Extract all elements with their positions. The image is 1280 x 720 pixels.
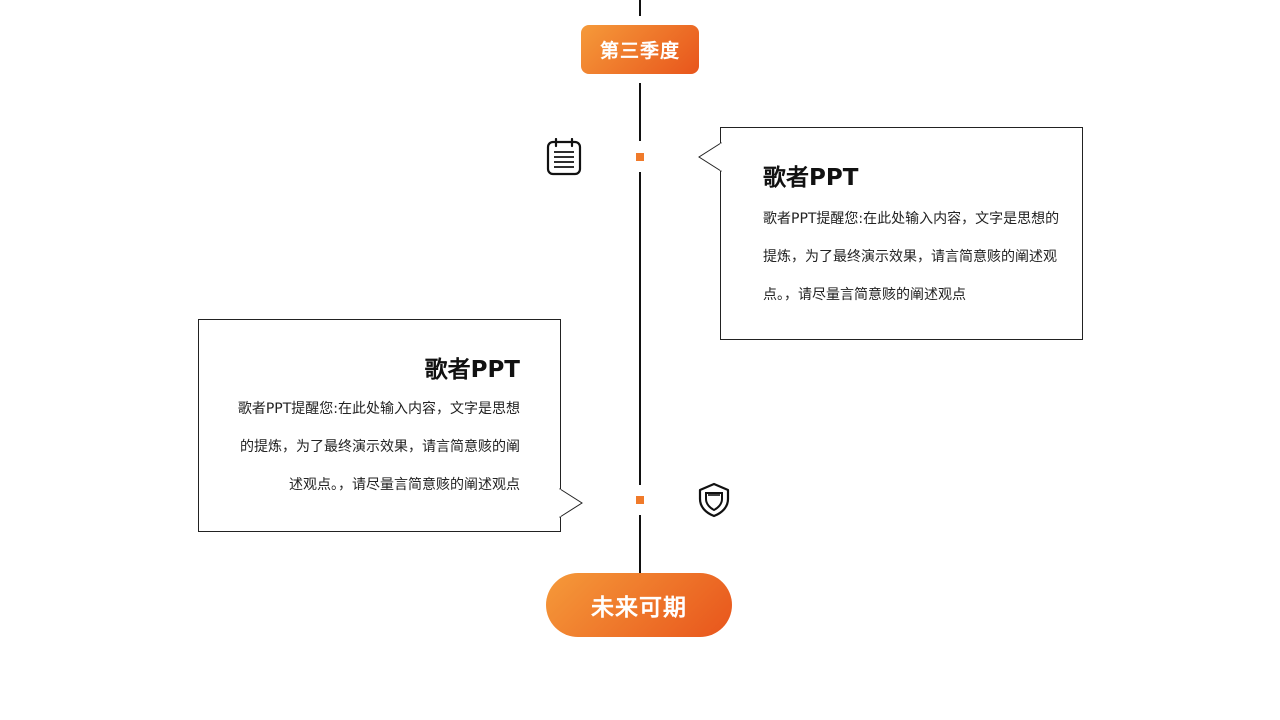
future-badge: 未来可期 bbox=[546, 573, 732, 637]
timeline-line-lower bbox=[639, 515, 641, 573]
card-pointer-right bbox=[559, 488, 583, 518]
card-title: 歌者PPT bbox=[424, 357, 520, 383]
timeline-node-2 bbox=[636, 496, 644, 504]
timeline-line-upper bbox=[639, 83, 641, 141]
timeline-line-top bbox=[639, 0, 641, 16]
card-title: 歌者PPT bbox=[763, 165, 859, 191]
shield-icon bbox=[698, 482, 730, 518]
card-body: 歌者PPT提醒您:在此处输入内容，文字是思想的提炼，为了最终演示效果，请言简意赅… bbox=[763, 211, 1060, 303]
card-body: 歌者PPT提醒您:在此处输入内容，文字是思想的提炼，为了最终演示效果，请言简意赅… bbox=[237, 401, 520, 493]
notepad-icon bbox=[546, 138, 582, 176]
quarter-badge: 第三季度 bbox=[581, 25, 699, 74]
timeline-node-1 bbox=[636, 153, 644, 161]
event-card-right: 歌者PPT 歌者PPT提醒您:在此处输入内容，文字是思想的提炼，为了最终演示效果… bbox=[720, 127, 1083, 340]
timeline-line-middle bbox=[639, 172, 641, 485]
event-card-left: 歌者PPT 歌者PPT提醒您:在此处输入内容，文字是思想的提炼，为了最终演示效果… bbox=[198, 319, 561, 532]
card-pointer-left bbox=[698, 142, 722, 172]
